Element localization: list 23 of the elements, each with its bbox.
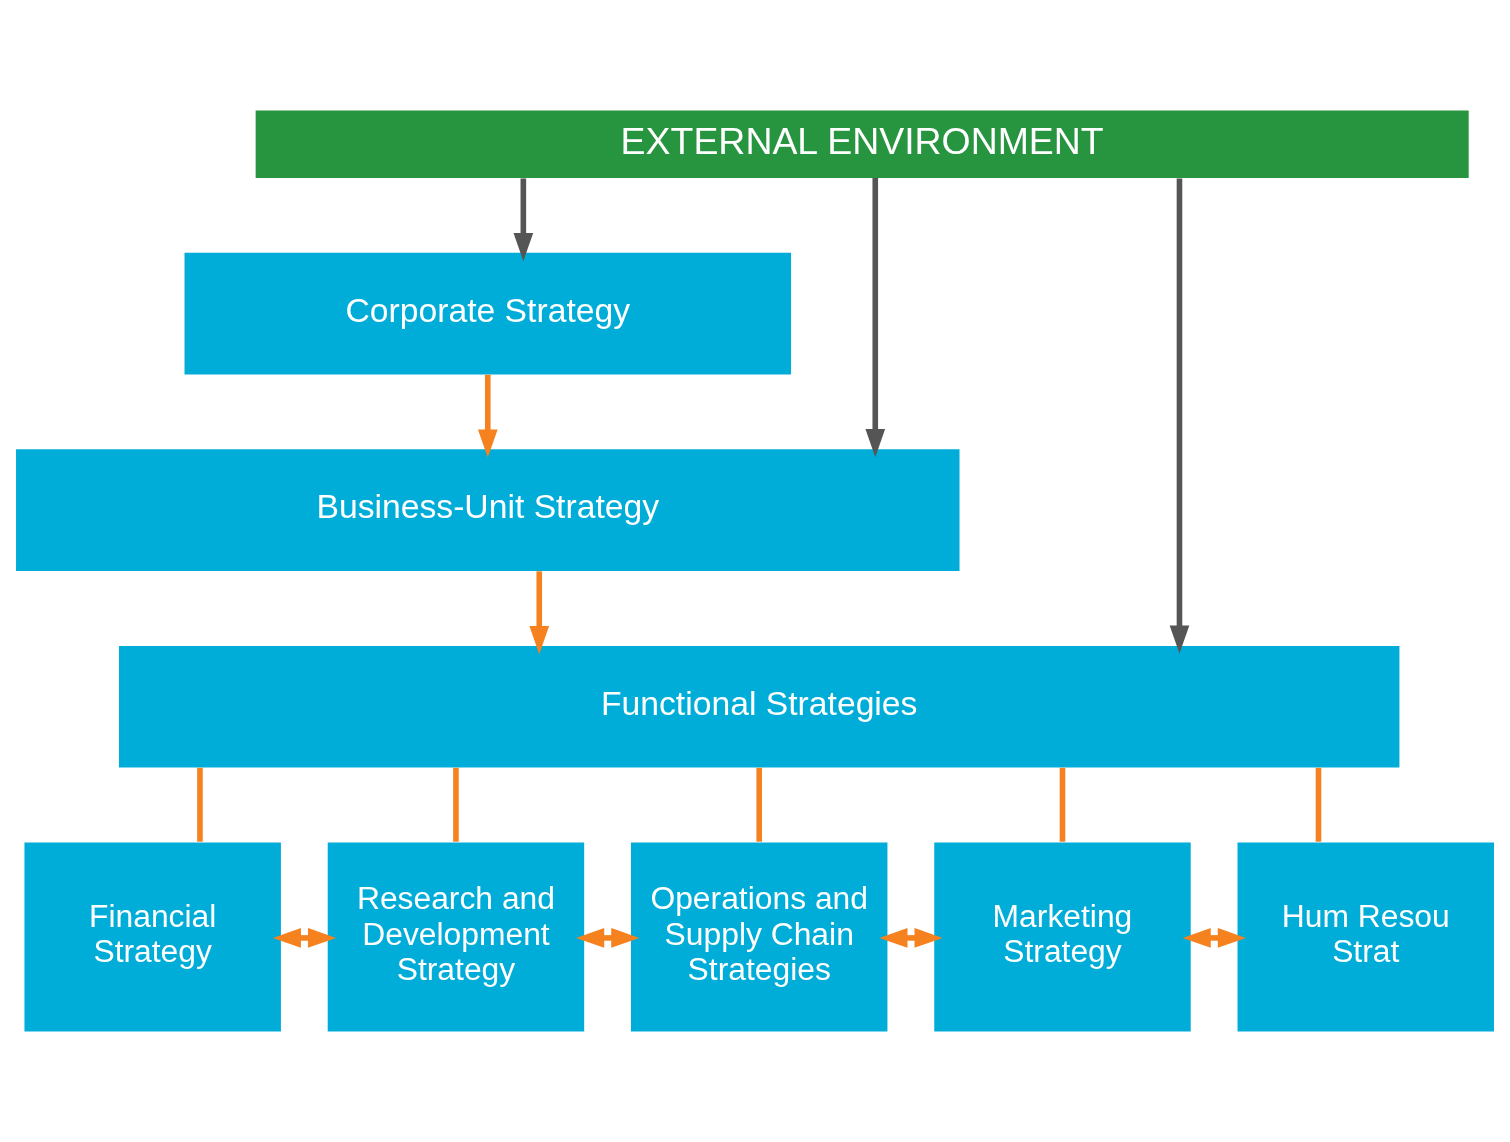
node-box: Functional Strategies	[119, 645, 1400, 768]
connector	[1059, 767, 1066, 842]
node-box: Business-Unit Strategy	[16, 449, 960, 571]
arrow	[272, 928, 337, 948]
connector	[756, 767, 762, 842]
node-box: Financial Strategy	[24, 842, 281, 1032]
connector	[197, 767, 203, 842]
node-box: EXTERNAL ENVIRONMENT	[255, 110, 1469, 178]
connector	[1315, 767, 1322, 842]
arrow	[477, 374, 498, 458]
node-box: Corporate Strategy	[184, 252, 792, 375]
arrow	[1182, 928, 1246, 948]
node-box: Marketing Strategy	[934, 842, 1191, 1032]
arrow	[513, 178, 534, 262]
connector	[453, 767, 459, 842]
arrow	[879, 928, 943, 948]
node-box: Research and Development Strategy	[327, 842, 585, 1032]
node-box: Operations and Supply Chain Strategies	[631, 842, 888, 1032]
arrow	[576, 928, 640, 948]
node-box: Hum Resou Strat	[1237, 842, 1494, 1032]
arrow	[865, 177, 886, 458]
arrow	[1169, 178, 1190, 654]
arrow	[529, 571, 550, 655]
